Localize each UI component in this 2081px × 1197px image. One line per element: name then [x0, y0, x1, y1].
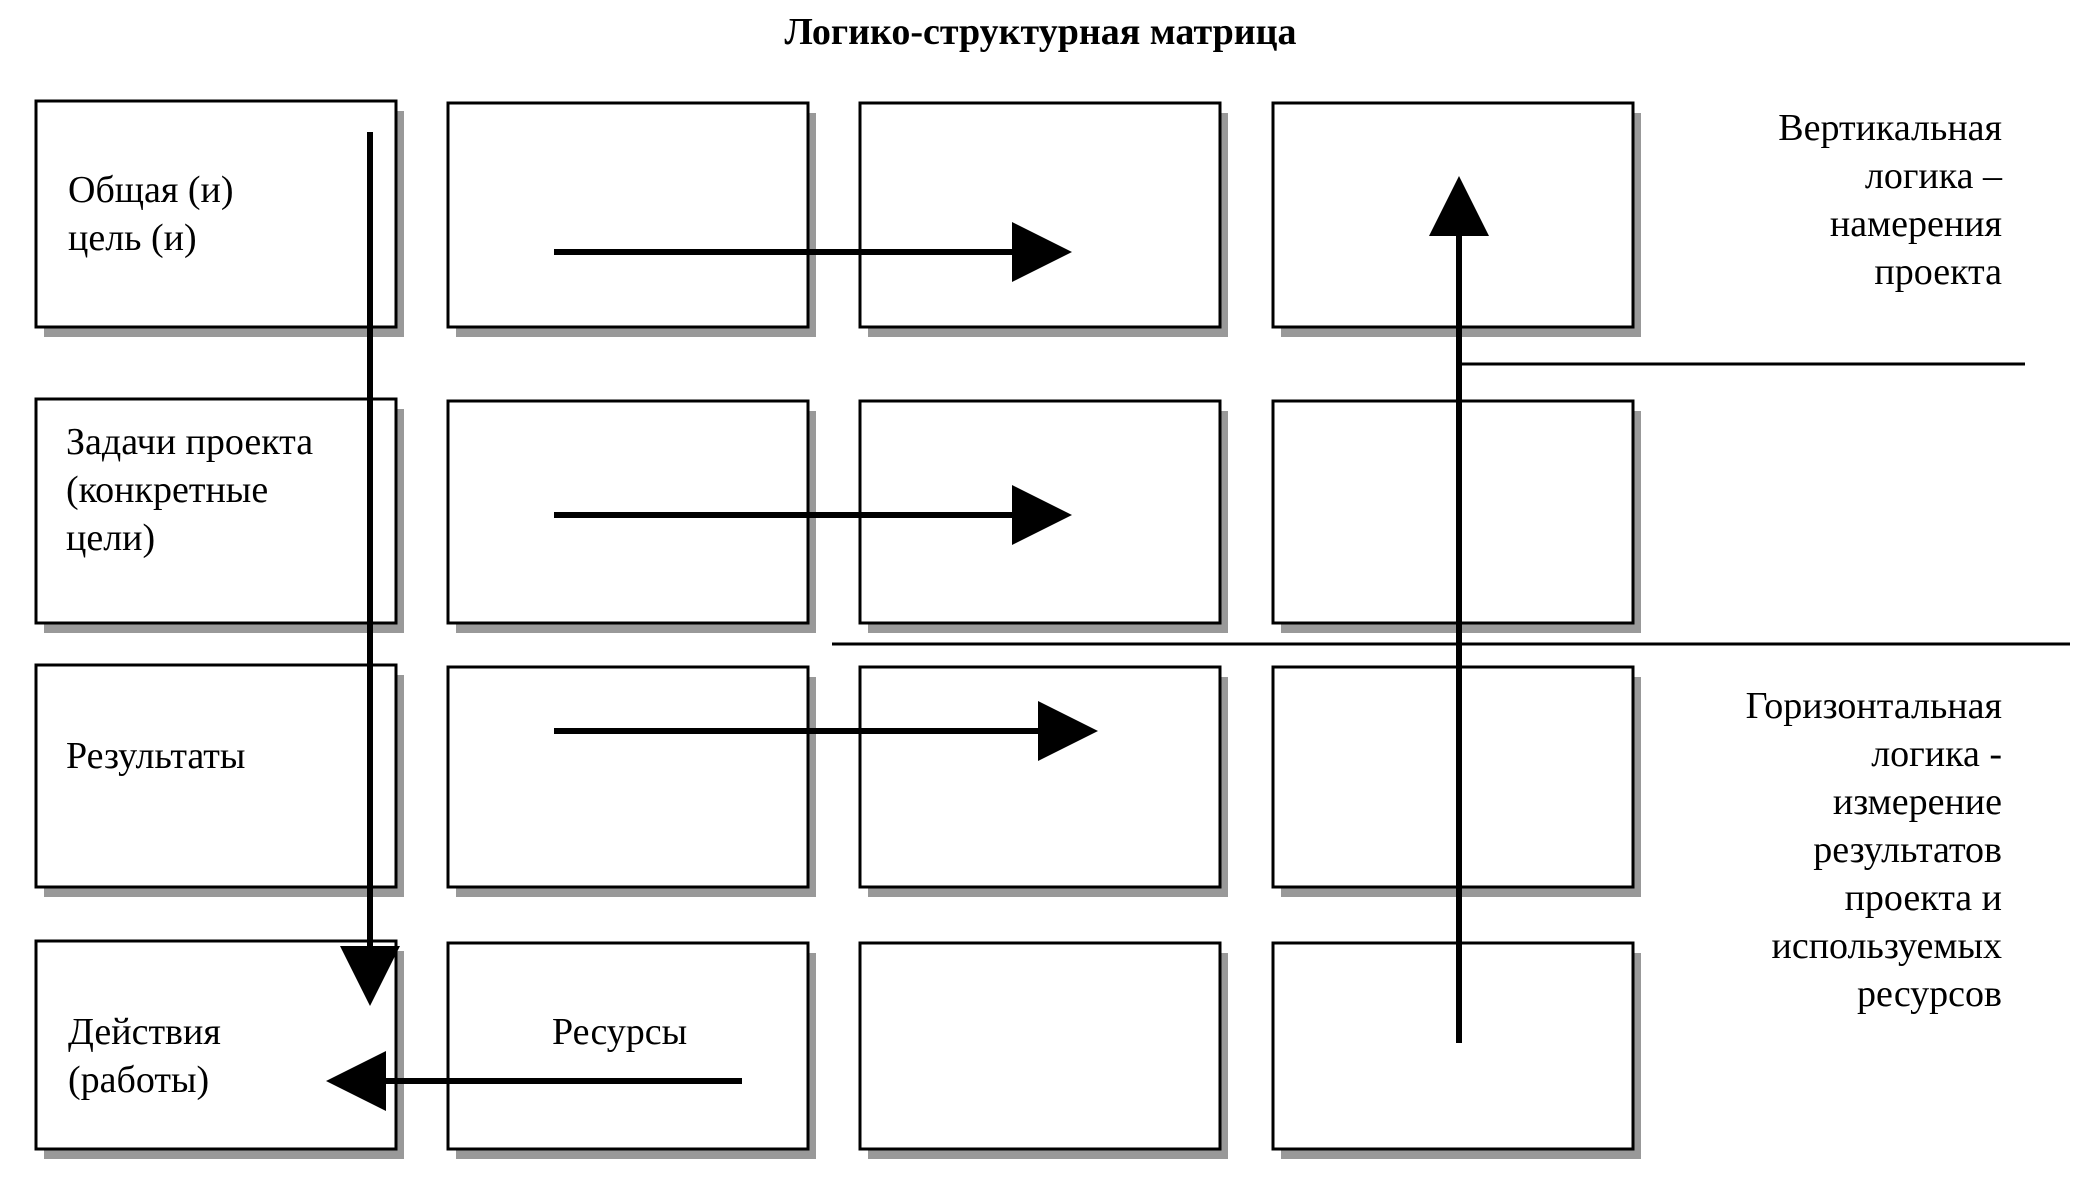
row-label-goal-line-1: Общая (и): [68, 169, 234, 211]
horizontal-logic-line-1: Горизонтальная: [1745, 685, 2002, 727]
matrix-cell-r3-c4: [1271, 665, 1635, 889]
horizontal-logic-line-5: проекта и: [1844, 877, 2002, 919]
row-label-objectives-line-1: Задачи проекта: [66, 421, 314, 463]
vertical-logic-line-3: намерения: [1829, 203, 2002, 245]
matrix-cell-r2-c1: [34, 397, 398, 625]
horizontal-logic-line-3: измерение: [1832, 781, 2002, 823]
row-label-activities-line-2: (работы): [68, 1059, 210, 1101]
matrix-cell-r3-c1: [34, 663, 398, 889]
matrix-cell-r4-c4: [1271, 941, 1635, 1151]
row-label-goal: Общая (и) цель (и): [68, 166, 234, 262]
matrix-cell-r1-c2: [446, 101, 810, 329]
row-label-objectives-line-2: (конкретные: [66, 469, 269, 511]
row-label-results: Результаты: [66, 732, 245, 780]
row-label-objectives-line-3: цели): [66, 517, 156, 559]
horizontal-logic-line-2: логика -: [1871, 733, 2002, 775]
row-label-objectives: Задачи проекта (конкретные цели): [66, 418, 313, 562]
row-label-activities: Действия (работы): [68, 1008, 221, 1104]
horizontal-logic-label: Горизонтальная логика - измерение резуль…: [1602, 682, 2002, 1018]
matrix-cell-r2-c4: [1271, 399, 1635, 625]
matrix-cell-r4-c3: [858, 941, 1222, 1151]
matrix-cell-r4-c1: [34, 939, 398, 1151]
vertical-logic-line-1: Вертикальная: [1778, 107, 2002, 149]
horizontal-logic-line-4: результатов: [1813, 829, 2002, 871]
matrix-cell-r4-c2: [446, 941, 810, 1151]
resources-label: Ресурсы: [552, 1011, 688, 1053]
row-label-results-line-1: Результаты: [66, 735, 246, 777]
horizontal-logic-line-6: используемых: [1771, 925, 2003, 967]
matrix-cell-r1-c3: [858, 101, 1222, 329]
matrix-cell-r3-c2: [446, 665, 810, 889]
vertical-logic-label: Вертикальная логика – намерения проекта: [1602, 104, 2002, 296]
row-label-goal-line-2: цель (и): [68, 217, 197, 259]
horizontal-logic-line-7: ресурсов: [1857, 973, 2002, 1015]
matrix-cell-r1-c4: [1271, 101, 1635, 329]
vertical-logic-line-4: проекта: [1874, 251, 2002, 293]
matrix-cell-r3-c3: [858, 665, 1222, 889]
diagram-title: Логико-структурная матрица: [784, 11, 1297, 53]
vertical-logic-line-2: логика –: [1864, 155, 2002, 197]
row-label-activities-line-1: Действия: [68, 1011, 221, 1053]
matrix-cell-r1-c1: [34, 99, 398, 329]
